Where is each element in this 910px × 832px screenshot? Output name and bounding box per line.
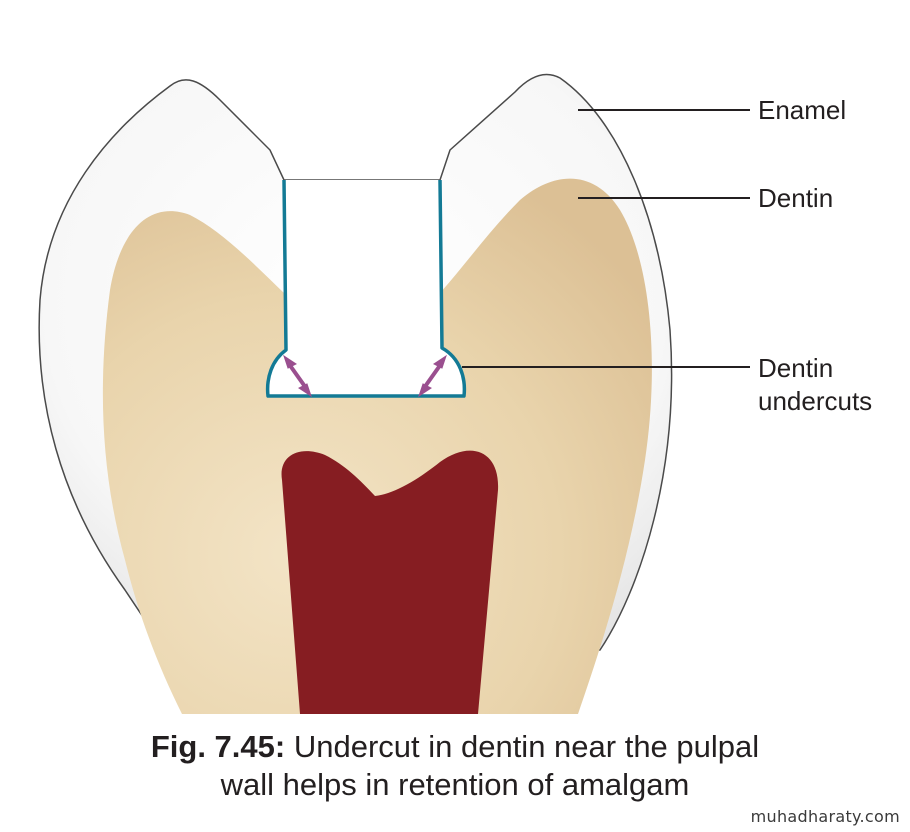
dentin-layer [102,178,652,714]
figure-number: Fig. 7.45: [150,729,286,764]
dentin-undercuts-label-line1: Dentin [758,353,833,383]
cavity-preparation [265,179,467,398]
figure-caption: Fig. 7.45: Undercut in dentin near the p… [0,728,910,804]
caption-line-2: wall helps in retention of amalgam [220,767,690,802]
enamel-label: Enamel [758,95,846,125]
dentin-undercuts-label-line2: undercuts [758,386,872,416]
undercut-arrow-right [418,354,447,398]
dentin-label: Dentin [758,183,833,213]
caption-text-line-1: Undercut in dentin near the pulpal [293,729,760,764]
watermark: muhadharaty.com [750,807,900,826]
pulp-chamber [281,450,499,714]
undercut-arrow-left [283,354,312,398]
caption-line-1: Fig. 7.45: Undercut in dentin near the p… [0,728,910,766]
